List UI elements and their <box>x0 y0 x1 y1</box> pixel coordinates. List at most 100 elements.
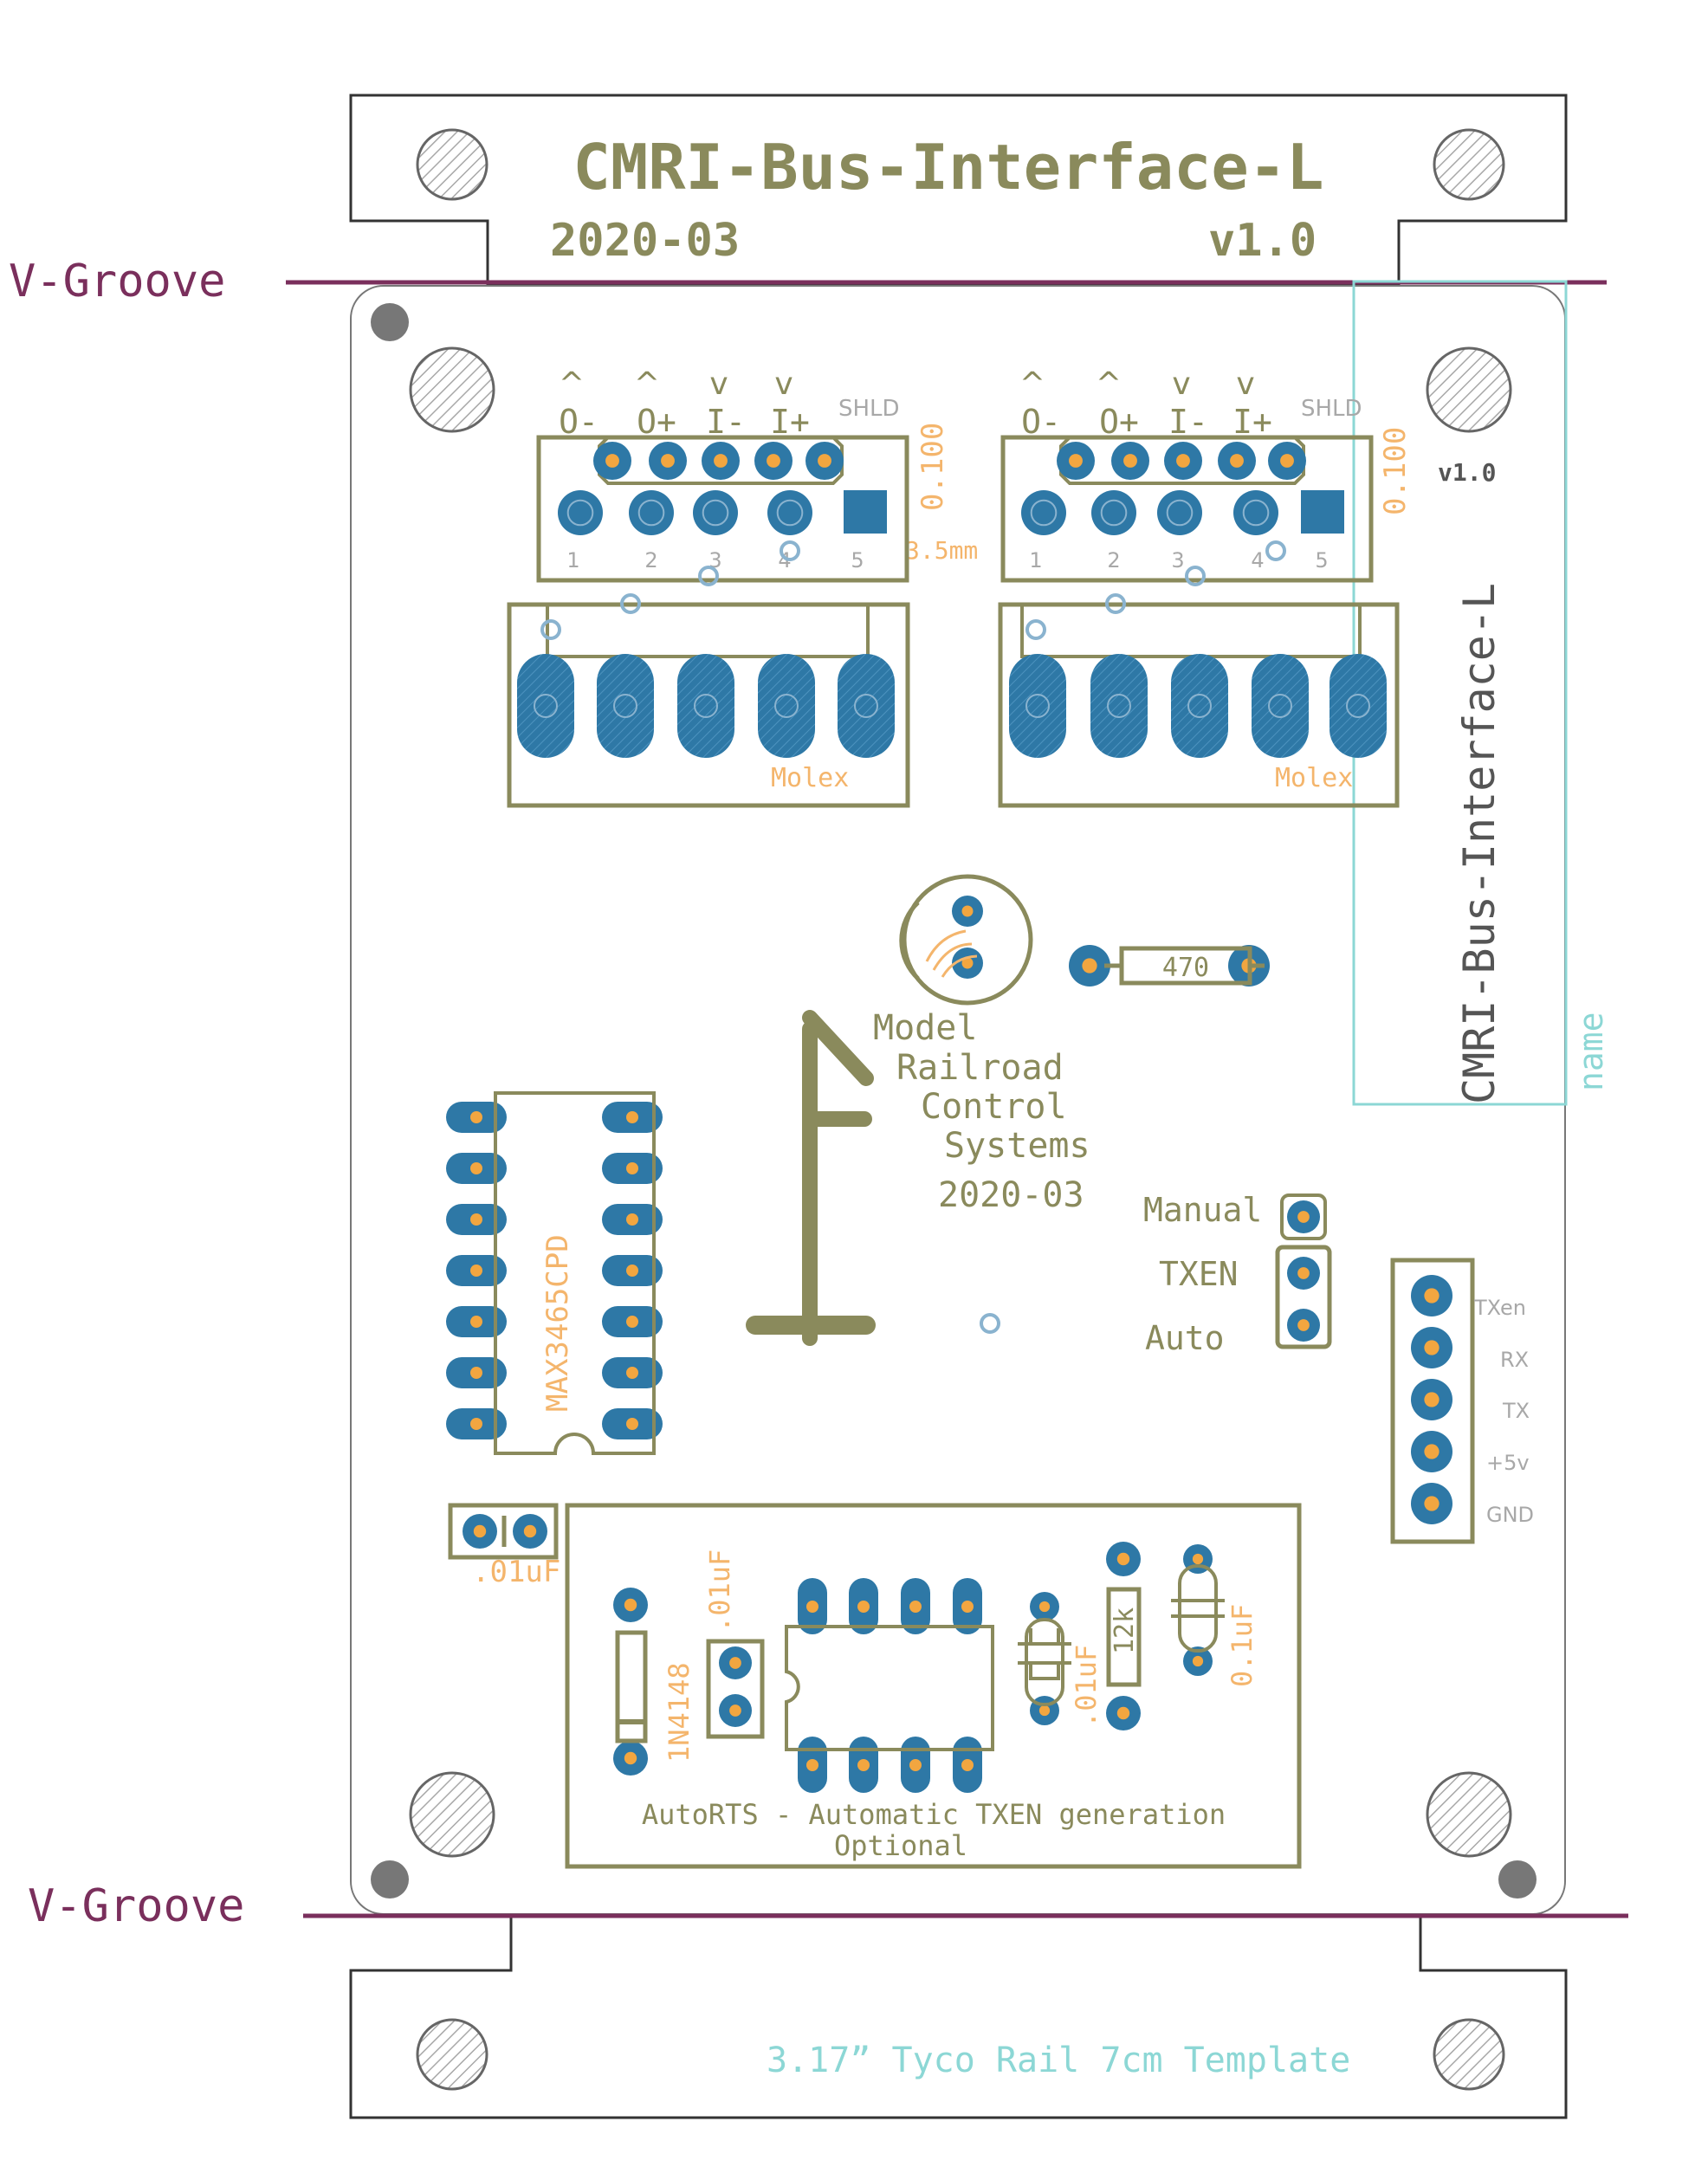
led-flat <box>899 901 920 980</box>
logo-line: Model <box>873 1008 977 1048</box>
mount-hole <box>1433 2018 1505 2091</box>
drill-hole <box>1192 1655 1204 1667</box>
drill-hole <box>1297 1267 1310 1279</box>
drill-hole <box>1280 454 1294 468</box>
mount-hole <box>1433 128 1505 201</box>
pad-ring <box>1166 499 1194 527</box>
drill-hole <box>473 1524 487 1538</box>
drill-hole <box>626 1162 638 1174</box>
drill-hole <box>470 1111 482 1123</box>
molex-body <box>507 602 910 808</box>
name-label: name <box>1572 1012 1610 1091</box>
size-label: 3.5mm <box>905 536 978 565</box>
pin-number: 1 <box>566 548 579 572</box>
autorts-caption: AutoRTS - Automatic TXEN generation <box>642 1798 1226 1831</box>
via <box>1105 593 1126 614</box>
drill-hole <box>857 1759 870 1771</box>
via <box>980 1313 1000 1334</box>
pin-number: 2 <box>1107 548 1120 572</box>
drill-hole <box>1192 1553 1204 1565</box>
led-arcs <box>925 929 978 978</box>
pad <box>1157 490 1202 535</box>
arrow-label: v <box>1236 366 1254 402</box>
molex-pad <box>1171 654 1228 758</box>
drill-hole <box>626 1418 638 1430</box>
pin-label: I- <box>706 403 746 441</box>
molex-drill <box>854 694 878 718</box>
arrow-label: ^ <box>559 366 585 402</box>
molex-drill <box>613 694 637 718</box>
v-groove-top-label: V-Groove <box>9 256 225 307</box>
via <box>540 619 561 640</box>
drill-hole <box>1297 1319 1310 1331</box>
drill-hole <box>961 957 974 969</box>
drill-hole <box>1424 1444 1440 1459</box>
drill-hole <box>661 454 675 468</box>
pin-label: O+ <box>1099 403 1139 441</box>
molex-body <box>998 602 1400 808</box>
square-pad <box>1301 490 1344 534</box>
cap-c-symbol <box>1171 1599 1225 1618</box>
diode-label: 1N4148 <box>663 1662 695 1763</box>
arrow-label: v <box>709 366 728 402</box>
drill-hole <box>470 1418 482 1430</box>
jumper-pin-outline <box>1280 1193 1327 1240</box>
drill-hole <box>470 1367 482 1379</box>
molex-inner <box>1020 605 1362 658</box>
fiducial-dot <box>371 1860 409 1899</box>
vertical-title: CMRI-Bus-Interface-L <box>1454 583 1504 1104</box>
shield-label: SHLD <box>1301 396 1362 422</box>
mount-hole <box>1426 1771 1512 1858</box>
mount-hole <box>416 128 488 201</box>
pad <box>629 490 674 535</box>
drill-hole <box>1038 1601 1051 1613</box>
drill-hole <box>1424 1496 1440 1511</box>
ic-label: MAX3465CPD <box>540 1234 575 1412</box>
drill-hole <box>605 454 619 468</box>
arrow-label: v <box>1172 366 1190 402</box>
drill-hole <box>1082 958 1097 974</box>
via <box>1265 540 1286 561</box>
pad <box>693 490 738 535</box>
drill-hole <box>806 1601 818 1613</box>
square-pad <box>844 490 887 534</box>
arrow-label: ^ <box>1019 366 1045 402</box>
molex-drill <box>534 694 558 718</box>
drill-hole <box>624 1751 637 1765</box>
molex-pad <box>1009 654 1066 758</box>
logo-line: Railroad <box>896 1048 1064 1088</box>
drill-hole <box>470 1265 482 1277</box>
drill-hole <box>818 454 831 468</box>
molex-pad <box>1252 654 1309 758</box>
drill-hole <box>470 1316 482 1328</box>
molex-pad <box>1330 654 1387 758</box>
cap-outline <box>448 1503 559 1560</box>
pad <box>767 490 812 535</box>
mount-hole <box>1426 346 1512 433</box>
pad <box>1091 490 1136 535</box>
drill-hole <box>626 1265 638 1277</box>
pin-label: O- <box>1021 403 1061 441</box>
serial-pin-label: RX <box>1500 1348 1529 1372</box>
shield-label: SHLD <box>838 396 900 422</box>
autorts-caption-optional: Optional <box>834 1829 967 1862</box>
pad-ring <box>566 499 594 527</box>
via <box>1185 566 1206 586</box>
drill-hole <box>523 1524 537 1538</box>
pad-ring <box>1030 499 1058 527</box>
pin-number: 5 <box>1315 548 1328 572</box>
drill-hole <box>729 1704 741 1717</box>
drill-hole <box>714 454 728 468</box>
jumper-manual-label: Manual <box>1143 1191 1262 1229</box>
pitch-label: 0.100 <box>915 423 950 511</box>
serial-header-outline <box>1390 1258 1475 1544</box>
bottom-tab-outline <box>349 1916 1568 2119</box>
molex-pad <box>1090 654 1148 758</box>
cap-c-label: 0.1uF <box>1226 1604 1258 1687</box>
pad <box>1021 490 1066 535</box>
drill-hole <box>1424 1392 1440 1407</box>
molex-drill <box>1187 694 1212 718</box>
cap-c-outline <box>1178 1564 1218 1653</box>
drill-hole <box>626 1367 638 1379</box>
